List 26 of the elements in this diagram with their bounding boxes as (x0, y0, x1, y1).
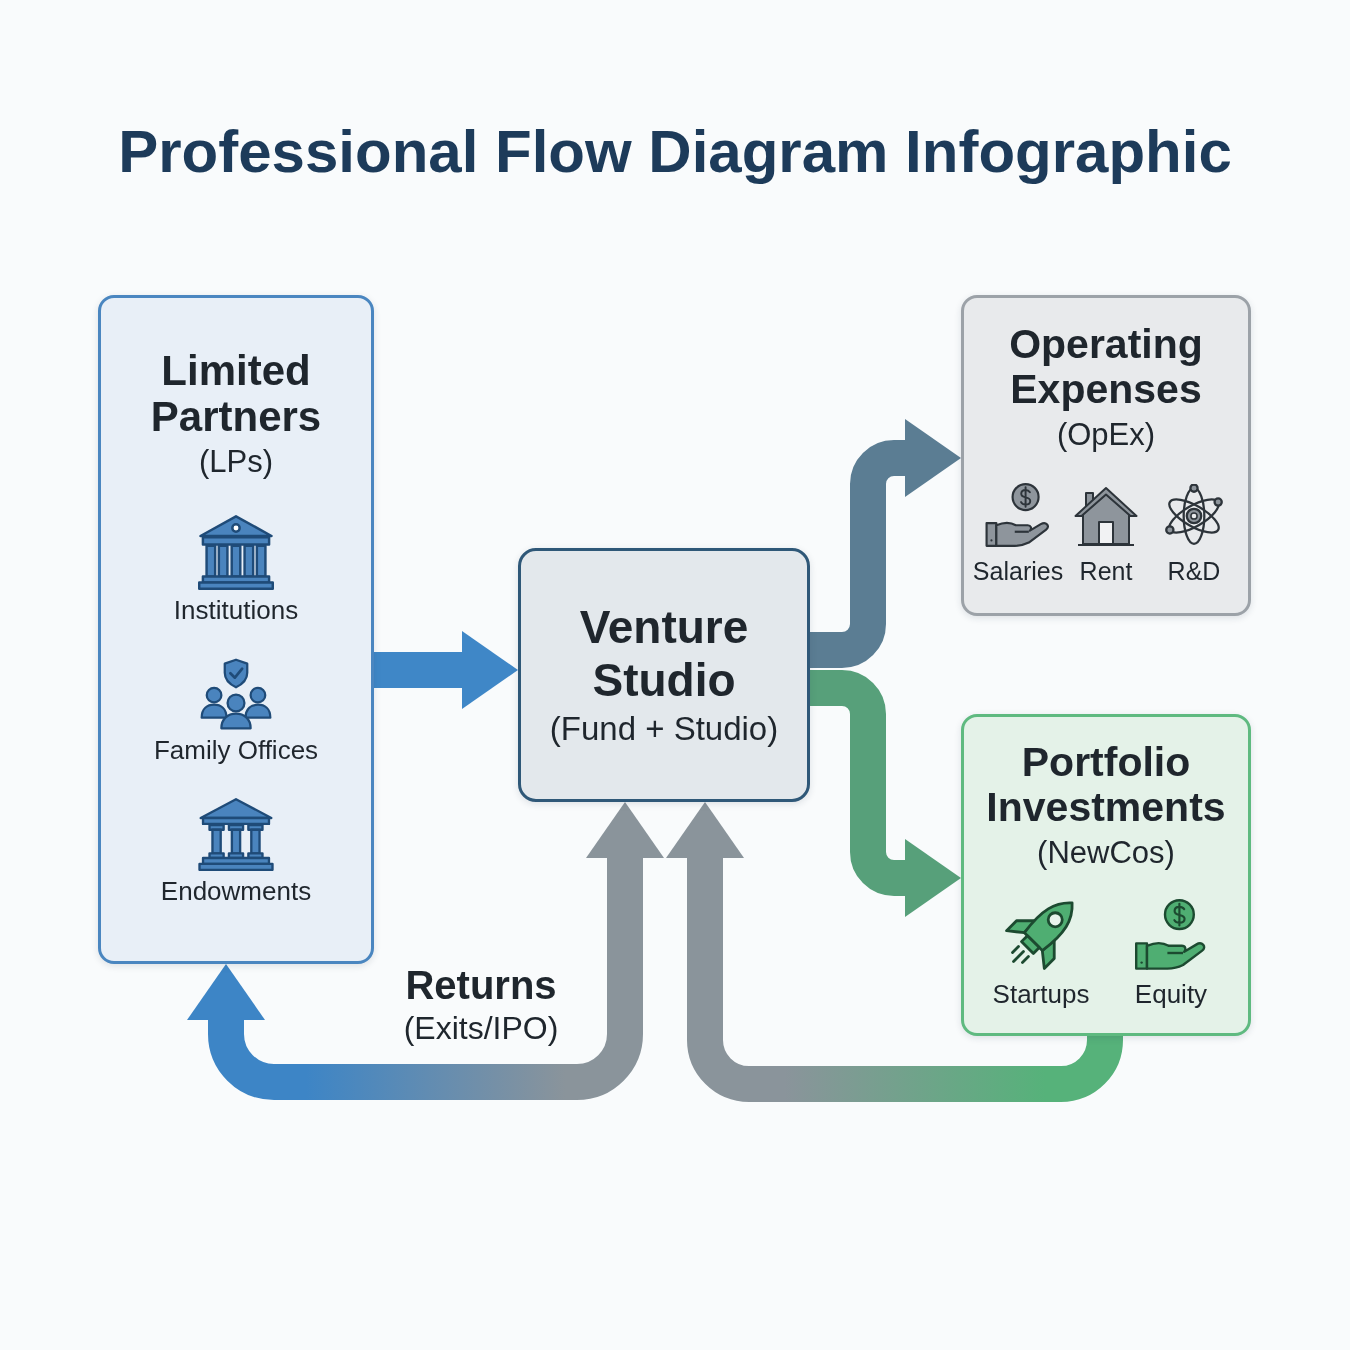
panel-subtitle: (Fund + Studio) (549, 709, 779, 749)
studio-box (518, 548, 810, 802)
category-label: Institutions (173, 595, 299, 625)
flow-arrow (374, 631, 518, 709)
panel-subtitle: (LPs) (198, 443, 274, 481)
flow-arrow (187, 802, 664, 1100)
category-label: Rent (1079, 556, 1133, 586)
diagram-title: Professional Flow Diagram Infographic (117, 117, 1233, 187)
panel-heading: Operating Expenses (1008, 322, 1204, 412)
category-label: Family Offices (153, 735, 319, 765)
panel-heading: Limited Partners (149, 348, 323, 440)
category-label: Equity (1134, 979, 1208, 1009)
flow-arrow (666, 802, 1123, 1102)
portfolio-panel (961, 714, 1251, 1036)
category-label: R&D (1167, 556, 1221, 586)
expense-panel (961, 295, 1251, 616)
panel-heading: Portfolio Investments (985, 740, 1227, 830)
category-label: Endowments (160, 876, 312, 906)
panel-subtitle: (OpEx) (1056, 416, 1156, 454)
category-label: Salaries (972, 556, 1064, 586)
flow-arrow (810, 419, 961, 668)
investor-panel (98, 295, 374, 964)
panel-heading: Venture Studio (578, 601, 750, 707)
flow-arrow (810, 670, 961, 917)
category-label: Startups (992, 979, 1090, 1009)
panel-subtitle: (NewCos) (1037, 834, 1175, 872)
